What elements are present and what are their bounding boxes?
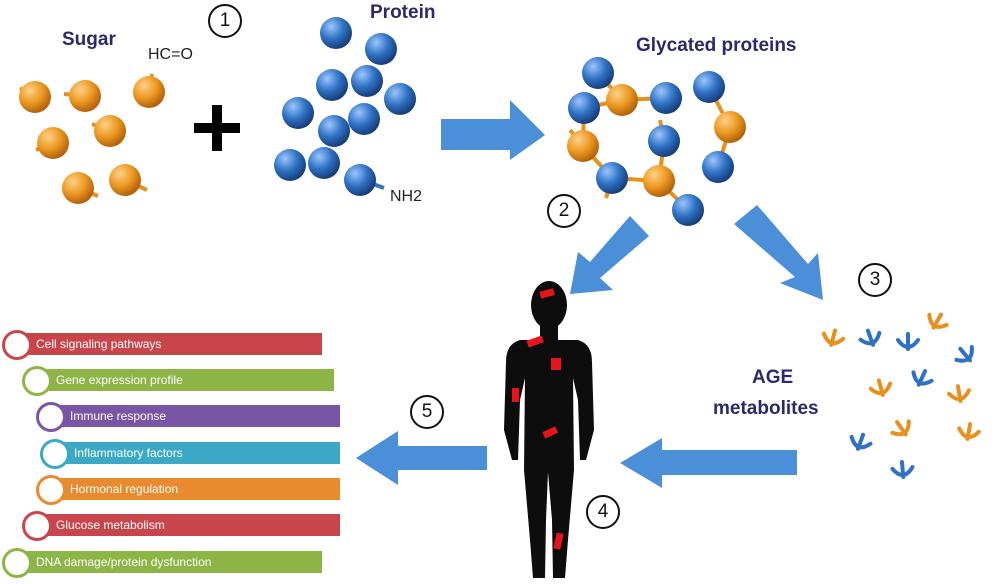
age-molecule-icon [947,384,971,403]
step-4-badge: 4 [586,495,620,529]
step-5-badge: 5 [410,395,444,429]
arrow-body-to-outcomes-icon [356,431,487,485]
outcome-ring [2,330,32,360]
outcome-item: Hormonal regulation [36,475,356,505]
age-molecule-icon [821,328,846,347]
age-label: AGE [752,367,794,388]
age-metabolites-label: metabolites [713,398,819,419]
amine-label: NH2 [390,188,423,205]
age-molecule-icon [911,369,934,387]
age-molecule-icon [927,312,949,330]
outcome-bar [14,333,322,355]
aldehyde-label: HC=O [148,46,193,63]
outcome-bar [34,514,340,536]
age-molecule-icon [954,344,974,363]
outcome-item: Glucose metabolism [22,511,342,541]
outcome-item: Immune response [36,402,356,432]
sugar-molecules [18,73,165,204]
step-2-badge: 2 [547,194,581,228]
step-3-badge: 3 [858,263,892,297]
outcome-item: Inflammatory factors [40,439,360,469]
lesions [512,288,564,550]
arrow-age-to-body-icon [620,438,797,488]
outcome-ring [2,548,32,578]
outcome-label: DNA damage/protein dysfunction [36,555,212,569]
outcome-label: Cell signaling pathways [36,337,162,351]
outcome-label: Immune response [70,409,167,423]
age-molecule-icon [957,422,981,441]
outcome-item: Gene expression profile [22,366,342,396]
arrow-to-body-icon [570,216,649,294]
outcome-label: Gene expression profile [56,373,183,387]
outcome-bar [14,551,322,573]
age-molecule-icon [890,419,911,437]
outcome-bar [48,405,340,427]
outcome-item: DNA damage/protein dysfunction [2,548,322,578]
outcome-item: Cell signaling pathways [2,330,322,360]
age-molecules [821,312,981,479]
protein-label: Protein [370,2,436,23]
glycated-protein-chain [567,57,746,226]
outcome-ring [22,511,52,541]
plus-icon [194,105,240,151]
age-molecule-icon [868,378,893,397]
age-molecule-icon [890,460,915,479]
outcome-ring [36,475,66,505]
sugar-label: Sugar [62,29,116,50]
age-molecule-icon [849,432,873,451]
outcome-ring [40,439,70,469]
outcome-bar [48,478,340,500]
outcome-ring [22,366,52,396]
outcome-bar [52,442,340,464]
outcome-label: Inflammatory factors [74,446,183,460]
glycated-proteins-label: Glycated proteins [636,35,797,56]
arrow-to-age-icon [734,205,823,300]
outcome-label: Glucose metabolism [56,518,165,532]
age-molecule-icon [896,332,920,351]
outcome-bar [34,369,334,391]
arrows [356,100,823,488]
age-molecule-icon [858,328,882,347]
protein-molecules [274,17,416,196]
outcome-label: Hormonal regulation [70,482,179,496]
arrow-to-glycated-icon [441,100,545,160]
outcome-ring [36,402,66,432]
step-1-badge: 1 [208,4,242,38]
